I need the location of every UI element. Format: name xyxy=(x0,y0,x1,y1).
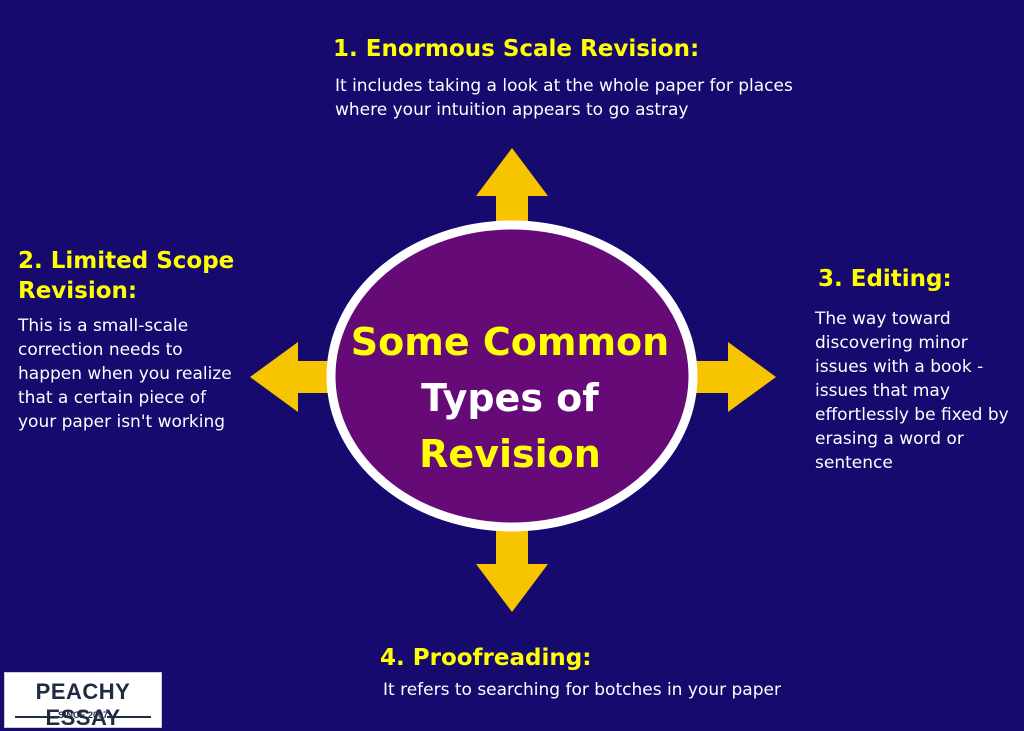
branch-desc-bottom: It refers to searching for botches in yo… xyxy=(383,680,781,700)
center-line-3: Revision xyxy=(419,432,601,476)
arrow-up xyxy=(476,148,548,232)
arrow-left xyxy=(250,342,340,412)
arrow-right xyxy=(690,342,776,412)
center-label: Some Common Types of Revision xyxy=(335,314,685,482)
branch-title-left: 2. Limited Scope Revision: xyxy=(18,248,235,304)
center-line-1: Some Common xyxy=(350,320,670,364)
center-line-2: Types of xyxy=(421,376,599,420)
branch-title-top: 1. Enormous Scale Revision: xyxy=(333,36,700,62)
arrow-down xyxy=(476,520,548,612)
logo-divider-right xyxy=(107,716,151,718)
branch-title-right: 3. Editing: xyxy=(818,266,952,292)
logo-since: SINCE 2007 xyxy=(57,710,109,720)
branch-desc-right: The way toward discovering minor issues … xyxy=(815,309,1009,473)
logo-divider-left xyxy=(15,716,59,718)
branch-desc-top: It includes taking a look at the whole p… xyxy=(335,76,793,120)
branch-desc-left: This is a small-scale correction needs t… xyxy=(18,316,232,432)
brand-logo: PEACHY ESSAY SINCE 2007 xyxy=(4,672,162,730)
branch-title-bottom: 4. Proofreading: xyxy=(380,645,592,671)
center-circle xyxy=(326,220,698,532)
logo-name: PEACHY ESSAY xyxy=(35,679,131,730)
